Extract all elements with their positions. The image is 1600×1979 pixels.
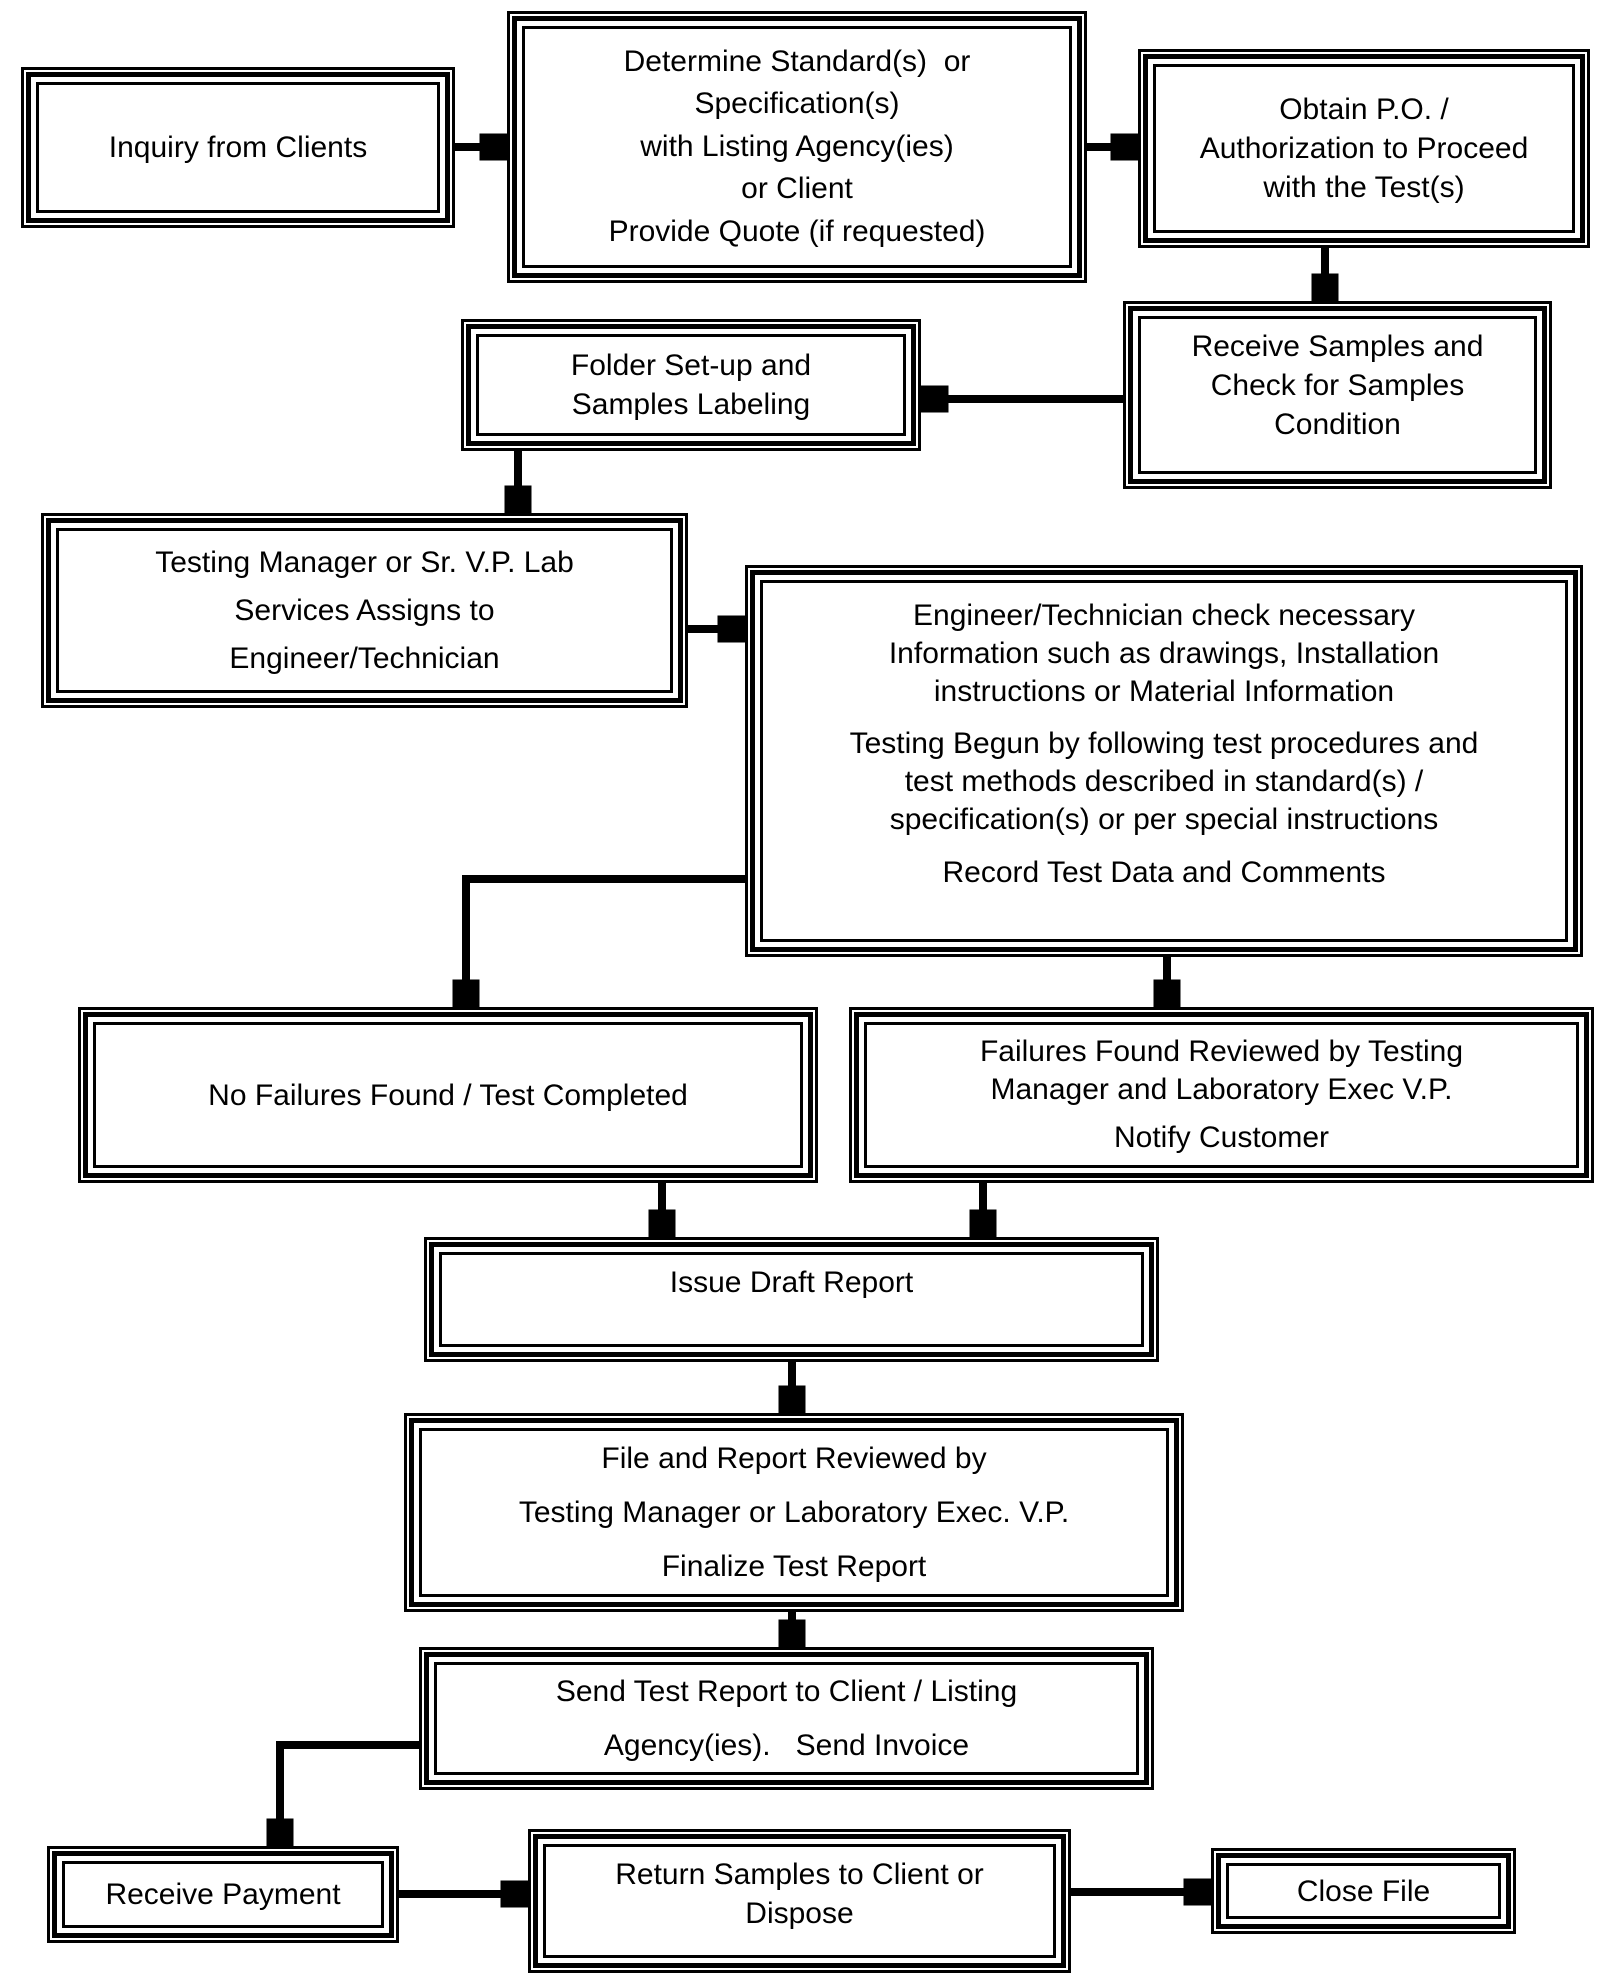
node-label: Receive Samples and Check for Samples Co…: [1191, 330, 1484, 441]
node-label: Testing Manager or Sr. V.P. Lab Services…: [155, 546, 574, 675]
node-close-file: Close File: [1211, 1848, 1516, 1934]
node-label: Close File: [1296, 1874, 1431, 1908]
node-receive-payment: Receive Payment: [47, 1846, 399, 1943]
node-engineer-technician-testing: Engineer/Technician check necessary Info…: [745, 565, 1583, 957]
node-label: Determine Standard(s) or Specification(s…: [608, 44, 986, 248]
node-label: Return Samples to Client or Dispose: [615, 1858, 984, 1930]
node-receive-samples: Receive Samples and Check for Samples Co…: [1123, 301, 1552, 489]
node-testing-manager-assigns: Testing Manager or Sr. V.P. Lab Services…: [41, 513, 688, 708]
node-file-report-reviewed: File and Report Reviewed by Testing Mana…: [404, 1413, 1184, 1612]
node-label: Issue Draft Report: [669, 1266, 914, 1299]
node-label: Receive Payment: [105, 1878, 341, 1911]
node-obtain-po-authorization: Obtain P.O. / Authorization to Proceed w…: [1138, 49, 1590, 248]
node-label: Send Test Report to Client / Listing Age…: [555, 1674, 1018, 1762]
node-paragraph: Record Test Data and Comments: [942, 855, 1386, 889]
arrow-send-report-to-receive-payment: [280, 1741, 419, 1820]
node-determine-standards: Determine Standard(s) or Specification(s…: [507, 11, 1087, 283]
arrow-testing-to-no-failures: [466, 875, 745, 981]
node-label: Folder Set-up and Samples Labeling: [570, 349, 812, 421]
node-no-failures-found: No Failures Found / Test Completed: [78, 1007, 818, 1183]
node-folder-setup-labeling: Folder Set-up and Samples Labeling: [461, 319, 921, 451]
node-return-samples-dispose: Return Samples to Client or Dispose: [528, 1829, 1071, 1973]
node-paragraph: Failures Found Reviewed by Testing Manag…: [979, 1034, 1464, 1106]
node-label: Obtain P.O. / Authorization to Proceed w…: [1199, 93, 1529, 204]
node-send-test-report-invoice: Send Test Report to Client / Listing Age…: [419, 1647, 1154, 1790]
node-paragraph: Testing Begun by following test procedur…: [849, 727, 1479, 837]
node-paragraph: Notify Customer: [1113, 1121, 1330, 1155]
node-failures-found-reviewed: Failures Found Reviewed by Testing Manag…: [849, 1007, 1594, 1183]
node-paragraph: Engineer/Technician check necessary Info…: [888, 599, 1440, 709]
node-label: Inquiry from Clients: [108, 131, 368, 164]
node-label: File and Report Reviewed by Testing Mana…: [518, 1441, 1070, 1583]
node-issue-draft-report: Issue Draft Report: [424, 1237, 1159, 1362]
node-inquiry-from-clients: Inquiry from Clients: [21, 67, 455, 228]
node-label: No Failures Found / Test Completed: [208, 1078, 688, 1112]
